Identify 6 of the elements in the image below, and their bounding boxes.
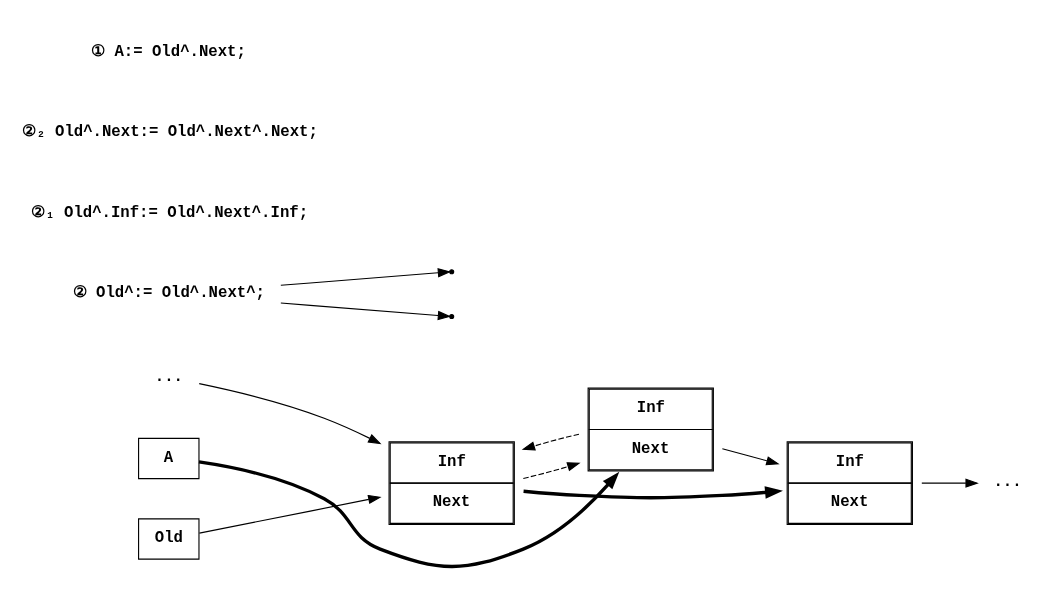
node-text: ② Old^:= Old^.Next^; <box>72 284 265 303</box>
node-text: ... <box>154 368 183 387</box>
label: ②₁ Old^.Inf:= Old^.Next^.Inf; <box>31 203 309 222</box>
label: ① A:= Old^.Next; <box>91 42 246 61</box>
node-text: ... <box>993 473 1022 492</box>
label: ②₂ Old^.Next:= Old^.Next^.Next; <box>22 123 318 142</box>
